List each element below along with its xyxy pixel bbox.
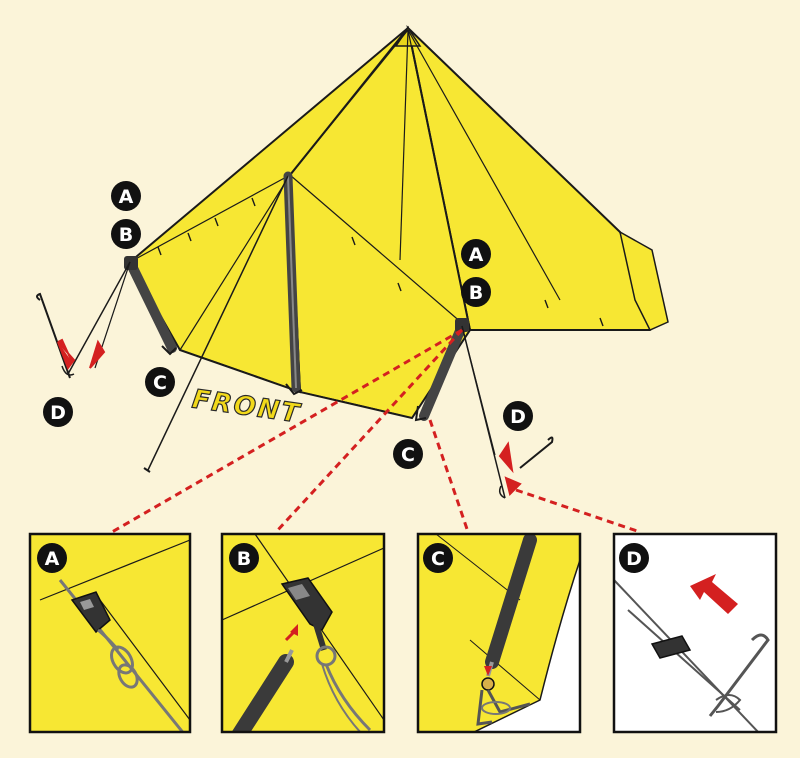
label-b-right: B bbox=[461, 277, 491, 307]
tension-arrow bbox=[690, 574, 738, 614]
svg-text:B: B bbox=[237, 548, 251, 570]
center-guyline bbox=[147, 175, 289, 471]
detail-panel-d: D bbox=[612, 532, 778, 734]
label-a-left: A bbox=[111, 181, 141, 211]
svg-text:B: B bbox=[119, 224, 133, 246]
detail-panel-c: C bbox=[416, 532, 582, 734]
label-b-left: B bbox=[111, 219, 141, 249]
label-c-right: C bbox=[393, 439, 423, 469]
svg-text:A: A bbox=[119, 186, 134, 208]
label-d-right: D bbox=[503, 401, 533, 431]
tent-illustration: FRONT bbox=[36, 25, 669, 499]
svg-text:D: D bbox=[626, 548, 642, 570]
tent-loops bbox=[157, 197, 604, 327]
base-stakes bbox=[161, 345, 427, 422]
tent-rear-skirt bbox=[618, 230, 669, 331]
label-d-left: D bbox=[43, 397, 73, 427]
left-corner-pole bbox=[125, 257, 177, 353]
label-c-left: C bbox=[145, 367, 175, 397]
svg-text:A: A bbox=[469, 244, 484, 266]
right-down-arrow bbox=[504, 476, 522, 496]
right-up-arrow bbox=[498, 441, 514, 474]
left-up-arrow bbox=[89, 339, 106, 369]
svg-text:D: D bbox=[50, 402, 66, 424]
detail-panel-a: A bbox=[28, 532, 192, 734]
right-corner-pole bbox=[419, 321, 467, 421]
svg-text:C: C bbox=[431, 548, 445, 570]
svg-text:A: A bbox=[45, 548, 60, 570]
right-pole-tip bbox=[455, 318, 469, 332]
right-peg bbox=[519, 436, 554, 469]
svg-text:D: D bbox=[510, 406, 526, 428]
tent-seams bbox=[129, 29, 650, 419]
left-guyline bbox=[67, 261, 131, 375]
left-down-arrow bbox=[57, 338, 76, 371]
svg-text:B: B bbox=[469, 282, 483, 304]
svg-text:C: C bbox=[401, 444, 415, 466]
callout-lines bbox=[111, 328, 641, 534]
label-a-right: A bbox=[461, 239, 491, 269]
svg-text:C: C bbox=[153, 372, 167, 394]
front-label: FRONT bbox=[190, 384, 303, 429]
detail-panel-b: B bbox=[220, 532, 386, 734]
left-peg bbox=[36, 292, 71, 379]
